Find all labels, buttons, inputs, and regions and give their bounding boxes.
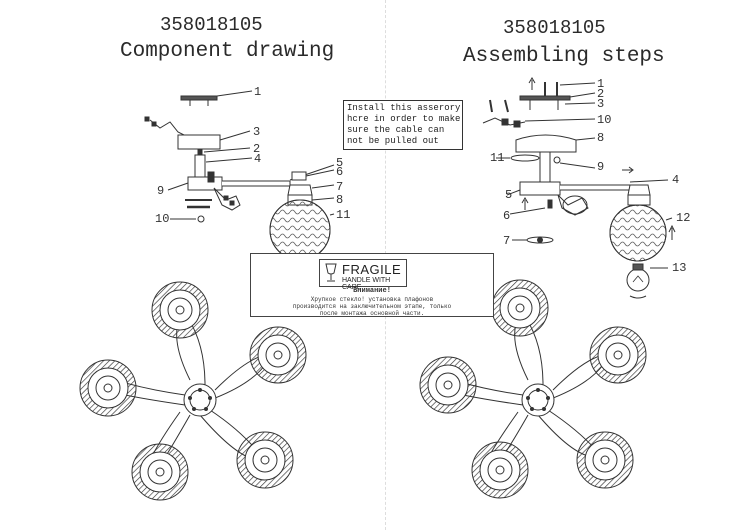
right-top-view — [419, 279, 647, 499]
left-callout-5: 5 — [336, 156, 344, 170]
note-line-1: Install this asserory — [347, 103, 461, 113]
right-callout-2: 2 — [597, 87, 605, 101]
left-globe-top — [151, 281, 209, 339]
warning-line-1: Хрупкое стекло! установка плафонов — [310, 296, 434, 303]
right-callout-6: 6 — [503, 209, 511, 223]
right-callout-8: 8 — [597, 131, 605, 145]
cable-install-note: Install this asserory hcre in order to m… — [343, 100, 463, 150]
warning-line-2: производится на заключительном этапе, то… — [292, 303, 452, 310]
left-callout-3: 3 — [253, 125, 261, 139]
left-title: Component drawing — [120, 40, 335, 63]
left-callout-4: 4 — [254, 152, 262, 166]
right-callout-4: 4 — [672, 173, 680, 187]
note-line-2: hcre in order to make — [347, 114, 461, 124]
right-title: Assembling steps — [463, 45, 665, 68]
fragile-label: FRAGILE HANDLE WITH CARE — [319, 259, 407, 291]
glass-icon — [325, 263, 337, 282]
right-callout-13: 13 — [672, 261, 687, 275]
right-model-code: 358018105 — [503, 17, 606, 39]
right-callout-5: 5 — [505, 188, 513, 202]
right-assembly-view — [482, 77, 676, 299]
right-callout-3: 3 — [597, 97, 605, 111]
right-callout-9: 9 — [597, 160, 605, 174]
left-exploded-view — [144, 90, 335, 261]
note-line-4: not be pulled out — [347, 136, 439, 146]
left-callout-9: 9 — [157, 184, 165, 198]
fragile-text: FRAGILE — [342, 262, 402, 277]
left-top-view — [79, 281, 307, 501]
right-callout-12: 12 — [676, 211, 691, 225]
left-callout-7: 7 — [336, 180, 344, 194]
left-callout-2: 2 — [253, 142, 261, 156]
right-callout-7: 7 — [503, 234, 511, 248]
warning-line-3: после монтажа основной части. — [319, 310, 425, 317]
handle-with-care-text: HANDLE WITH CARE — [342, 277, 391, 291]
left-model-code: 358018105 — [160, 14, 263, 36]
left-callout-6: 6 — [336, 165, 344, 179]
left-callout-8: 8 — [336, 193, 344, 207]
note-line-3: sure the cable can — [347, 125, 445, 135]
right-callout-1: 1 — [597, 77, 605, 91]
right-callout-10: 10 — [597, 113, 612, 127]
left-callout-1: 1 — [254, 85, 262, 99]
right-callout-11: 11 — [490, 151, 505, 165]
left-callout-10: 10 — [155, 212, 170, 226]
left-callout-11: 11 — [336, 208, 351, 222]
attention-text: Внимание! — [353, 287, 391, 295]
fragile-warning-box: FRAGILE HANDLE WITH CARE Внимание! Хрупк… — [250, 253, 494, 317]
